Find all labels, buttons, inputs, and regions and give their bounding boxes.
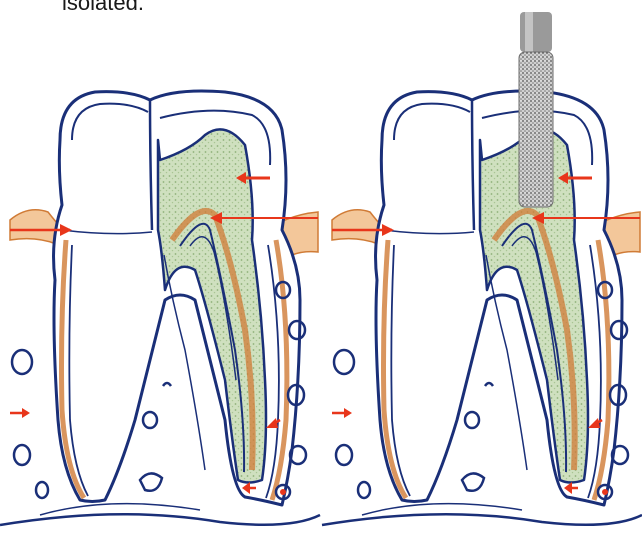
diamond-bur: [519, 12, 553, 207]
tooth-panel-left: [0, 91, 320, 525]
tooth-panel-right: [322, 12, 642, 525]
